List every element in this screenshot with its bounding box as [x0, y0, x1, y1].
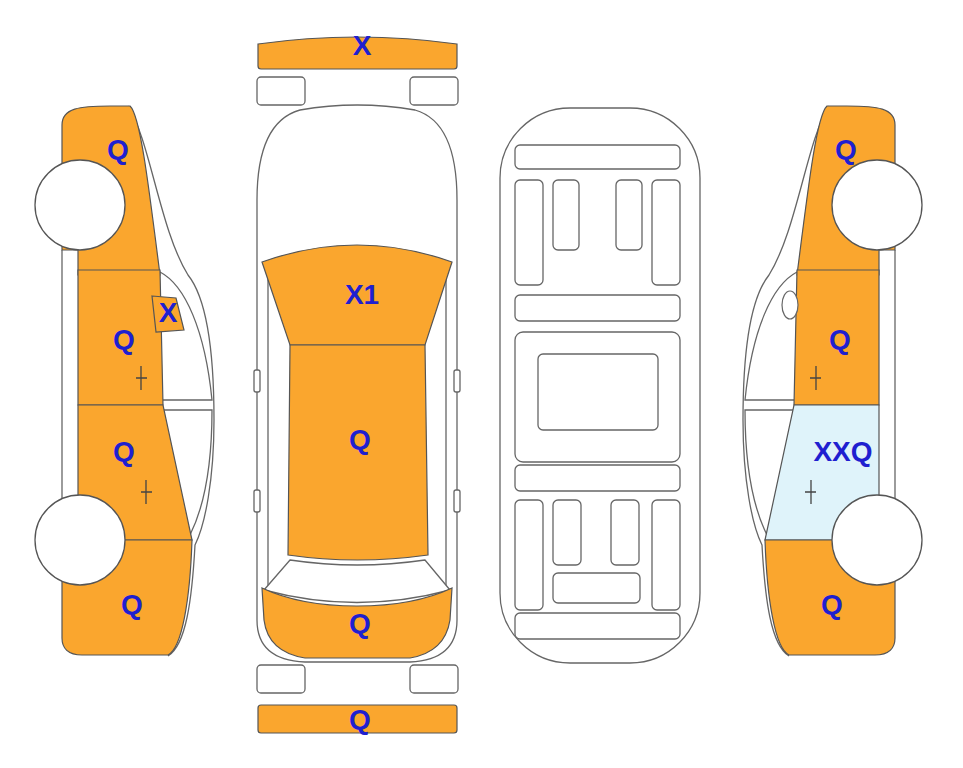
car-outline [894, 250, 895, 540]
damage-panel: X [255, 28, 460, 72]
wheel [832, 495, 922, 585]
damage-code: X1 [345, 281, 379, 309]
car-outline [257, 105, 457, 662]
panel-fill [258, 705, 457, 733]
car-outline [515, 180, 543, 285]
panel-group [765, 495, 922, 655]
car-outline [515, 295, 680, 321]
car-outline [745, 272, 797, 400]
car-outline [410, 665, 458, 693]
car-outline [500, 108, 700, 663]
damage-panel: Q [258, 580, 456, 662]
damage-panel: Q [30, 490, 195, 660]
car-outline [553, 500, 581, 565]
damage-code: Q [829, 326, 851, 354]
damage-code: Q [107, 136, 129, 164]
panel-shape [762, 490, 927, 660]
damage-panel: Q [791, 266, 883, 408]
car-outline [652, 180, 680, 285]
damage-panel: Q [792, 100, 927, 280]
damage-code: Q [113, 438, 135, 466]
car-outline [254, 490, 260, 512]
damage-code: XXQ [813, 438, 872, 466]
panel-shape [30, 490, 195, 660]
panel-shape [792, 100, 927, 280]
panel-group [152, 296, 184, 332]
panel-group [262, 245, 452, 345]
damage-code: Q [349, 610, 371, 638]
panel-group [288, 345, 428, 560]
door-handle [136, 366, 147, 390]
car-outline [61, 250, 62, 540]
panel-fill [288, 345, 428, 560]
wheel [35, 495, 125, 585]
car-outline [454, 370, 460, 392]
panel-group [262, 588, 452, 658]
panel-fill [152, 296, 184, 332]
damage-panel: Q [284, 342, 430, 564]
damage-code: X [159, 299, 178, 327]
wheel [35, 160, 125, 250]
panel-shape [30, 100, 165, 280]
damage-panel: Q [762, 490, 927, 660]
wheel [832, 160, 922, 250]
damage-code: Q [113, 326, 135, 354]
underside-view [500, 108, 700, 663]
car-outline [160, 272, 212, 400]
panel-group [78, 270, 163, 405]
damage-code: X [353, 32, 372, 60]
car-outline [652, 500, 680, 610]
car-outline [553, 180, 579, 250]
car-outline [611, 500, 639, 565]
panel-fill [262, 245, 452, 345]
door-handle [810, 366, 821, 390]
car-outline [515, 332, 680, 462]
damage-code: Q [121, 591, 143, 619]
door-handle [805, 480, 816, 504]
damage-panel: Q [255, 702, 460, 736]
car-outline [616, 180, 642, 250]
car-outline [254, 370, 260, 392]
panel-fill [262, 588, 452, 658]
panel-fill [794, 270, 879, 405]
damage-code: Q [835, 136, 857, 164]
car-outline [538, 354, 658, 430]
damage-code: Q [821, 591, 843, 619]
damage-panel: X [148, 288, 188, 334]
panel-group [258, 705, 457, 733]
car-outline [257, 665, 305, 693]
door-handle [141, 480, 152, 504]
damage-panel: Q [74, 266, 166, 408]
car-outline [410, 77, 458, 105]
car-outline [515, 145, 680, 169]
car-outline [553, 573, 640, 603]
panel-fill [78, 270, 163, 405]
car-outline [515, 613, 680, 639]
panel-group [35, 495, 192, 655]
top-view [254, 77, 460, 693]
damage-code: Q [349, 706, 371, 734]
car-outline [454, 490, 460, 512]
panel-group [782, 270, 879, 405]
damage-panel: Q [30, 100, 165, 280]
mirror-symbol [782, 291, 798, 319]
car-outline [257, 77, 305, 105]
car-outline [515, 500, 543, 610]
damage-code: Q [349, 426, 371, 454]
panel-group [797, 106, 922, 275]
car-outline [264, 560, 450, 603]
panel-group [35, 106, 160, 275]
damage-panel: X1 [258, 228, 456, 348]
car-outline [515, 465, 680, 491]
